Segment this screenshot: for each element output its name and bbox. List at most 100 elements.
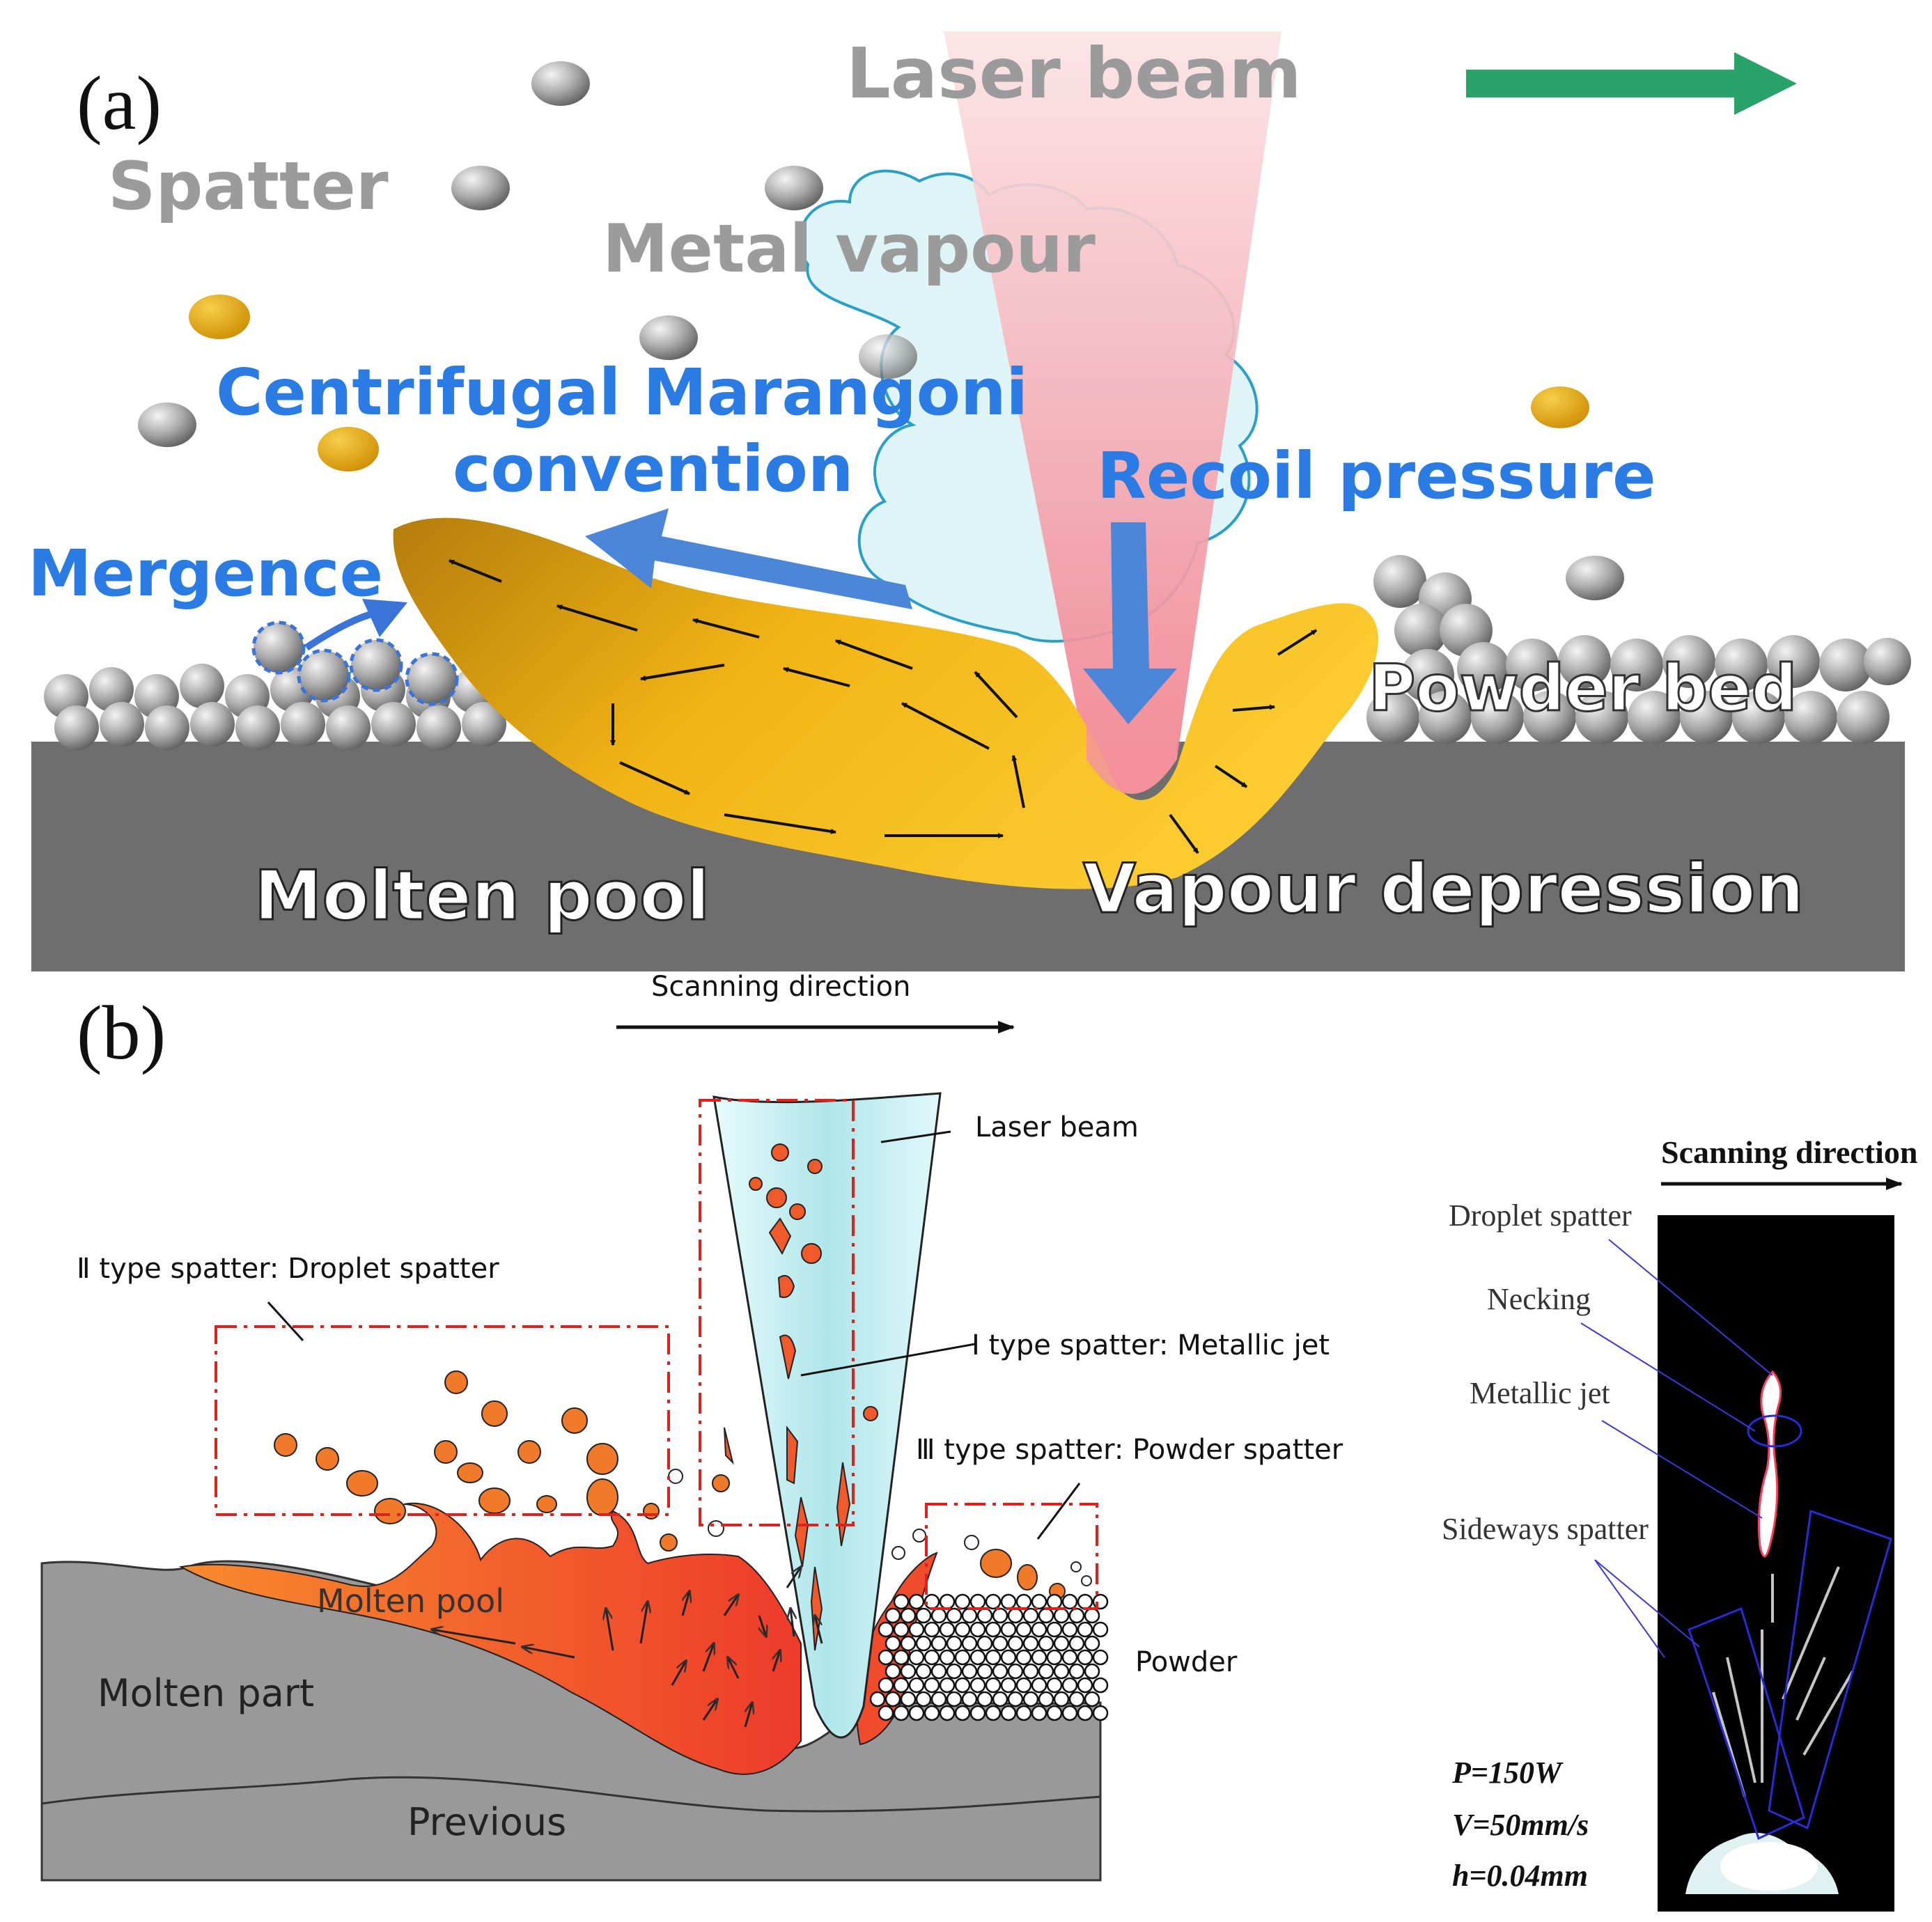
photo-frame	[1658, 1215, 1894, 1912]
powder-particle	[969, 1593, 986, 1610]
powder-particle	[893, 1649, 910, 1666]
powder-particle	[1015, 1593, 1032, 1610]
powder-particle	[893, 1593, 910, 1610]
powder-particle	[976, 1607, 993, 1624]
powder-particle	[1000, 1593, 1017, 1610]
powder-particle	[1015, 1677, 1032, 1694]
photo-param-p: P=150W	[1451, 1756, 1564, 1790]
powder-particle	[954, 1705, 971, 1721]
powder-particle	[954, 1677, 971, 1694]
powder-bed-label: Powder bed	[1369, 651, 1797, 726]
powder-particle	[1007, 1691, 1024, 1708]
powder-particle	[908, 1649, 925, 1666]
type3-box	[925, 1503, 1098, 1610]
photo-param-h: h=0.04mm	[1452, 1859, 1588, 1893]
powder-label: Powder	[1135, 1646, 1238, 1678]
powder-particle	[1084, 1691, 1100, 1708]
molten-pool-label-a: Molten pool	[254, 857, 710, 936]
powder-particle	[1068, 1663, 1085, 1680]
photo-metallic-jet: Metallic jet	[1470, 1376, 1610, 1410]
powder-particle	[946, 1663, 963, 1680]
pool-flow-arrows-b	[432, 1567, 823, 1728]
powder-particle	[908, 1677, 925, 1694]
powder-particle	[954, 1593, 971, 1610]
powder-particle	[985, 1649, 1002, 1666]
powder-particle	[1061, 1649, 1078, 1666]
powder-particle	[1007, 1663, 1024, 1680]
powder-particle	[1038, 1607, 1054, 1624]
powder-particle	[893, 1621, 910, 1638]
powder-particle	[1022, 1691, 1039, 1708]
powder-bed-left	[44, 620, 506, 750]
molten-pool-label-b: Molten pool	[317, 1582, 504, 1620]
powder-particle	[915, 1691, 932, 1708]
powder-particle	[1046, 1621, 1063, 1638]
powder-particle	[900, 1607, 917, 1624]
recoil-pressure-label: Recoil pressure	[1097, 439, 1656, 513]
vapour-depression-label: Vapour depression	[1083, 850, 1804, 929]
powder-particle	[878, 1677, 894, 1694]
powder-particle	[992, 1635, 1008, 1652]
powder-particle	[985, 1593, 1002, 1610]
powder-particle	[908, 1705, 925, 1721]
powder-particle	[1031, 1621, 1047, 1638]
powder-particle	[939, 1677, 956, 1694]
powder-particle	[969, 1649, 986, 1666]
powder-particle	[878, 1621, 894, 1638]
powder-particle	[1068, 1691, 1085, 1708]
powder-particle	[1053, 1635, 1070, 1652]
powder-particle	[1092, 1649, 1109, 1666]
powder-particle	[1031, 1593, 1047, 1610]
laser-beam-b	[712, 1092, 942, 1739]
powder-particle	[1092, 1621, 1109, 1638]
powder-particle	[1007, 1607, 1024, 1624]
recoil-arrow	[1083, 522, 1177, 724]
photo-param-v: V=50mm/s	[1452, 1808, 1589, 1842]
powder-particle	[1068, 1607, 1085, 1624]
powder-particle	[1061, 1593, 1078, 1610]
powder-particle	[924, 1649, 940, 1666]
powder-particle	[893, 1705, 910, 1721]
marangoni-label-2: convention	[453, 432, 853, 506]
powder-particle	[1031, 1649, 1047, 1666]
powder-particle	[992, 1663, 1008, 1680]
powder-particle	[1092, 1705, 1109, 1721]
type2-label: Ⅱ type spatter: Droplet spatter	[77, 1253, 499, 1285]
powder-particle	[930, 1663, 947, 1680]
powder-particle	[1031, 1705, 1047, 1721]
mergence-label: Mergence	[28, 536, 383, 611]
powder-particle	[961, 1663, 978, 1680]
panel-b: (b) Scanning direction	[40, 971, 1918, 1912]
powder-particle	[1022, 1635, 1039, 1652]
powder-particle	[1046, 1705, 1063, 1721]
powder-particle	[1046, 1649, 1063, 1666]
powder-particle	[985, 1621, 1002, 1638]
powder-particle	[969, 1705, 986, 1721]
powder-particle	[1031, 1677, 1047, 1694]
panel-b-label: (b)	[77, 990, 166, 1075]
photo-scanning-direction: Scanning direction	[1661, 1134, 1918, 1170]
powder-particle	[976, 1635, 993, 1652]
powder-particle	[1038, 1663, 1054, 1680]
powder-particle	[976, 1691, 993, 1708]
powder-particle	[939, 1621, 956, 1638]
high-speed-photo: Scanning direction Droplet spatter Necki…	[1442, 1134, 1918, 1912]
powder-b	[869, 1593, 1109, 1721]
powder-particle	[976, 1663, 993, 1680]
powder-particle	[1077, 1593, 1093, 1610]
powder-particle	[985, 1705, 1002, 1721]
powder-particle	[946, 1635, 963, 1652]
powder-particle	[900, 1635, 917, 1652]
powder-particle	[1000, 1621, 1017, 1638]
previous-layer-line	[41, 1776, 1101, 1813]
scanning-direction-label: Scanning direction	[651, 971, 910, 1003]
powder-particle	[893, 1677, 910, 1694]
powder-particle	[1077, 1705, 1093, 1721]
powder-particle	[885, 1663, 901, 1680]
powder-particle	[969, 1677, 986, 1694]
panel-a: (a) Laser beam Spatter Metal vapour Cent…	[28, 28, 1911, 975]
powder-particle	[1022, 1663, 1039, 1680]
powder-particle	[908, 1593, 925, 1610]
powder-particle	[1068, 1635, 1085, 1652]
